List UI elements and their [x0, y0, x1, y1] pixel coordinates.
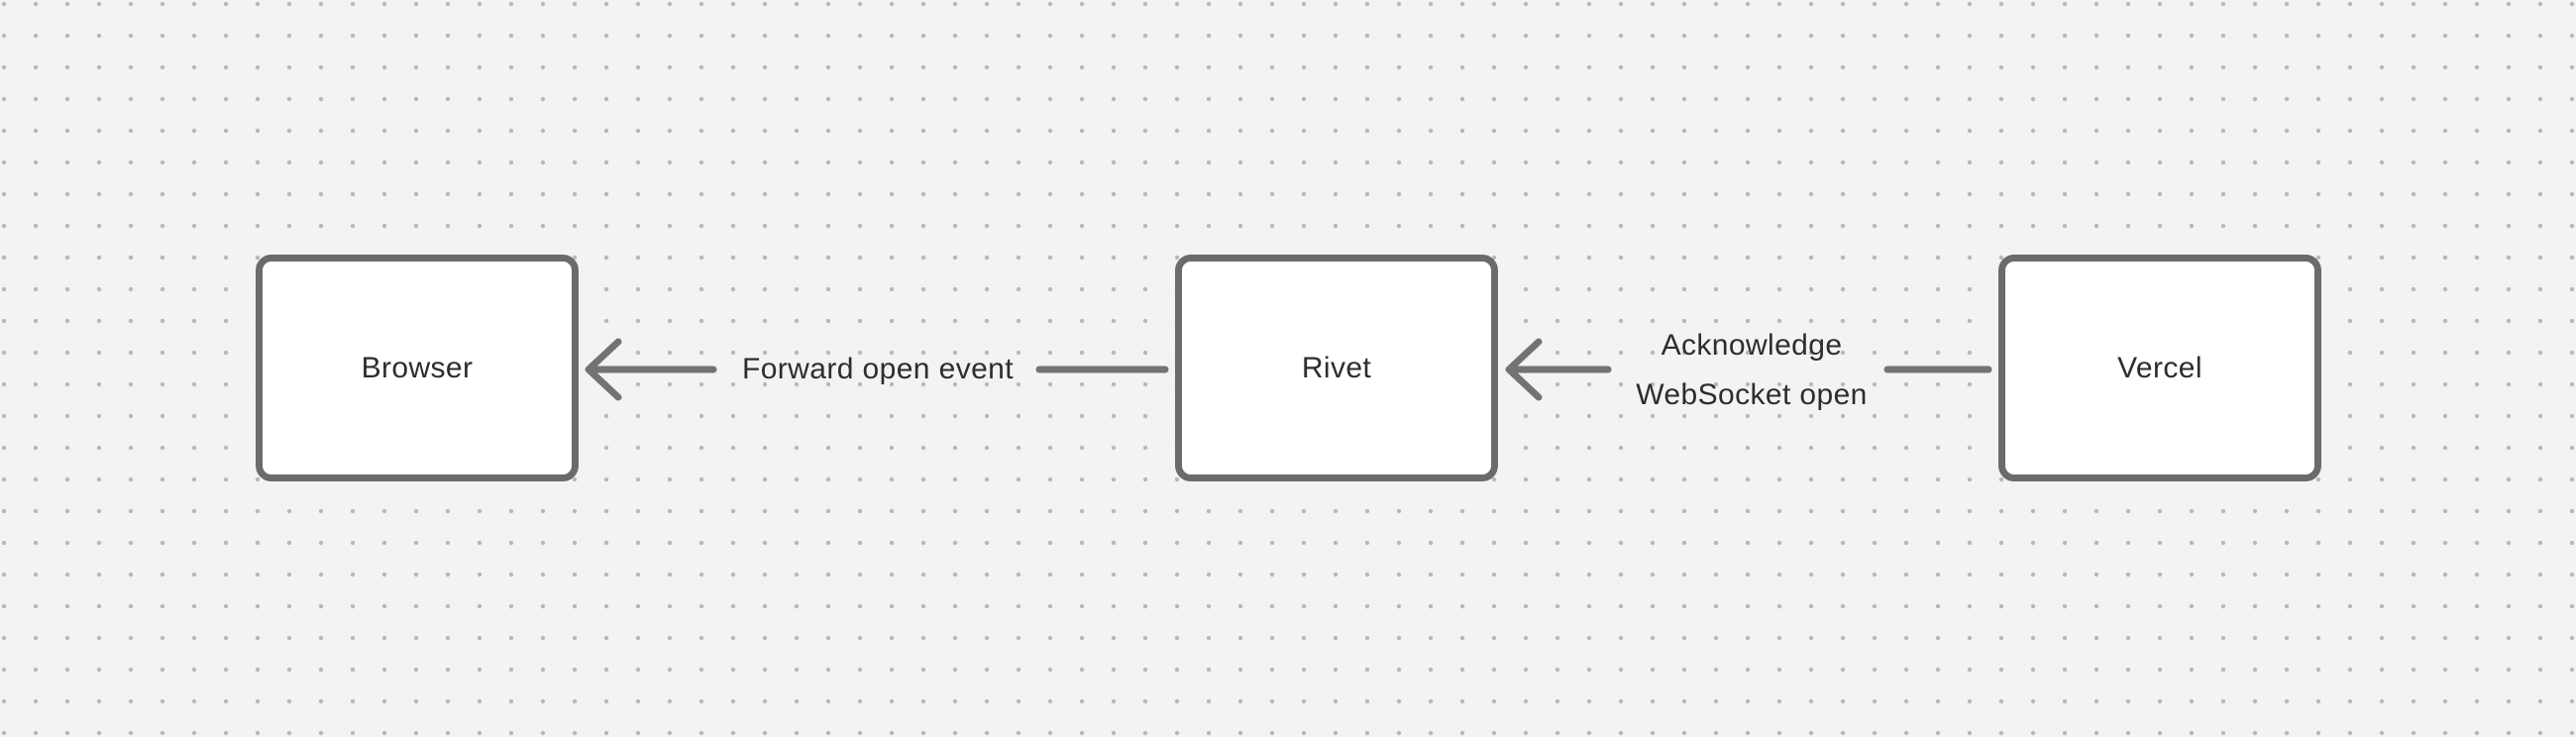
node-browser[interactable]: Browser — [256, 255, 579, 481]
node-browser-label: Browser — [361, 351, 474, 384]
edge-label-line: Forward open event — [741, 353, 1015, 385]
arrow-vercel-to-rivet[interactable] — [1505, 338, 1992, 401]
node-rivet[interactable]: Rivet — [1175, 255, 1498, 481]
arrowhead-left-icon — [585, 338, 622, 401]
edge-label-forward-open-event: Forward open event — [742, 345, 1014, 394]
node-vercel[interactable]: Vercel — [1998, 255, 2321, 481]
node-vercel-label: Vercel — [2117, 351, 2202, 384]
arrow-rivet-to-browser[interactable] — [585, 338, 1169, 401]
arrowhead-left-icon — [1505, 338, 1543, 401]
edge-label-line: Acknowledge — [1661, 329, 1843, 362]
edge-label-line: WebSocket open — [1636, 378, 1868, 411]
node-rivet-label: Rivet — [1301, 351, 1372, 384]
edge-label-acknowledge-websocket-open: Acknowledge WebSocket open — [1636, 321, 1868, 420]
